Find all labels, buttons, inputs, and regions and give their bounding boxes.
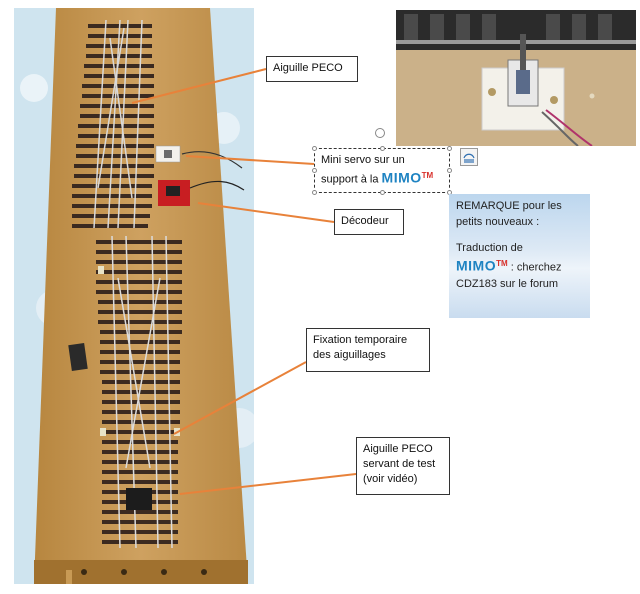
selection-handle-nw[interactable] — [312, 146, 317, 151]
callout-servo-prefix: support à la — [321, 173, 382, 186]
callout-aiguille-peco[interactable]: Aiguille PECO — [266, 56, 358, 82]
selection-handle-w[interactable] — [312, 168, 317, 173]
track-board-photo — [14, 8, 254, 584]
selection-handle-n[interactable] — [380, 146, 385, 151]
selection-handle-s[interactable] — [380, 190, 385, 195]
callout-servo-line1: Mini servo sur un — [321, 154, 405, 166]
note-line2: petits nouveaux : — [456, 216, 540, 228]
rotate-handle-icon[interactable] — [375, 128, 385, 138]
layout-options-icon[interactable] — [460, 148, 478, 166]
mimo-brand-text: MIMO — [381, 169, 422, 186]
servo-closeup-photo — [396, 10, 636, 146]
callout-decodeur-text: Décodeur — [341, 215, 389, 227]
callout-test-line2: servant de test — [363, 458, 436, 470]
track-board-image — [14, 8, 254, 584]
callout-aiguille-peco-text: Aiguille PECO — [273, 62, 343, 74]
callout-aiguille-test[interactable]: Aiguille PECO servant de test (voir vidé… — [356, 437, 450, 495]
note-line4-suffix: : cherchez — [507, 261, 562, 274]
callout-fixation-line2: des aiguillages — [313, 349, 386, 361]
callout-decodeur[interactable]: Décodeur — [334, 209, 404, 235]
callout-mini-servo[interactable]: Mini servo sur un support à la MIMOTM — [314, 148, 450, 193]
layout-options-glyph — [463, 153, 475, 163]
callout-servo-line2: support à la MIMOTM — [321, 168, 443, 188]
selection-handle-ne[interactable] — [447, 146, 452, 151]
callout-test-line1: Aiguille PECO — [363, 443, 433, 455]
trademark-symbol: TM — [421, 171, 434, 180]
remarque-note-box[interactable]: REMARQUE pour les petits nouveaux : Trad… — [449, 194, 590, 318]
note-line1: REMARQUE pour les — [456, 200, 562, 212]
callout-fixation-line1: Fixation temporaire — [313, 334, 408, 346]
selection-handle-sw[interactable] — [312, 190, 317, 195]
callout-test-line3: (voir vidéo) — [363, 473, 418, 485]
note-line5: CDZ183 sur le forum — [456, 277, 559, 290]
servo-closeup-image — [396, 10, 636, 146]
callout-fixation[interactable]: Fixation temporaire des aiguillages — [306, 328, 430, 372]
note-line3: Traduction de — [456, 242, 523, 254]
note-trademark-symbol: TM — [496, 259, 508, 268]
note-mimo-brand: MIMO — [456, 257, 497, 274]
selection-handle-e[interactable] — [447, 168, 452, 173]
note-line4: MIMOTM : cherchez — [456, 256, 583, 276]
